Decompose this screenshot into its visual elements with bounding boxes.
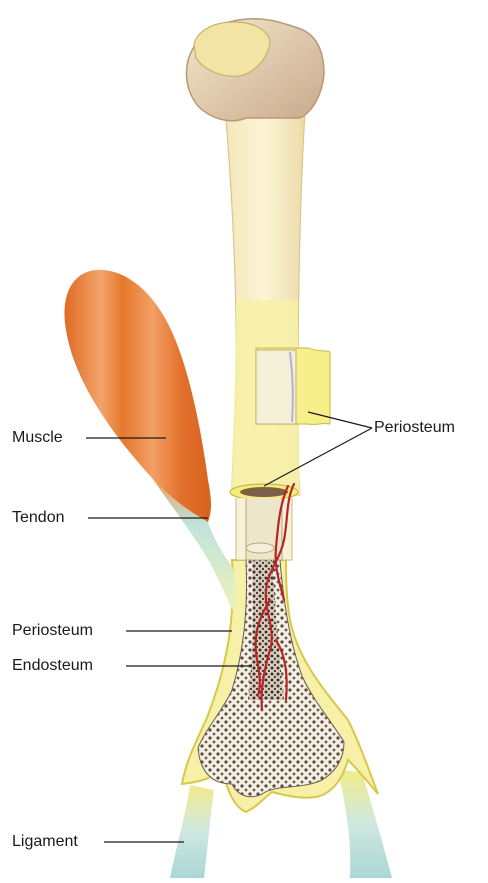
ligament-left bbox=[170, 785, 214, 878]
label-periosteum-upper: Periosteum bbox=[374, 419, 455, 437]
periosteum-flap bbox=[256, 348, 330, 425]
label-tendon: Tendon bbox=[12, 509, 65, 527]
bone-head bbox=[187, 19, 325, 121]
muscle bbox=[64, 270, 211, 522]
label-endosteum: Endosteum bbox=[12, 657, 93, 675]
label-ligament: Ligament bbox=[12, 833, 78, 851]
label-periosteum-lower: Periosteum bbox=[12, 622, 93, 640]
bone-shaft bbox=[222, 70, 308, 495]
bone-cross-section bbox=[230, 484, 298, 560]
label-muscle: Muscle bbox=[12, 429, 63, 447]
ligament-right bbox=[338, 770, 392, 878]
